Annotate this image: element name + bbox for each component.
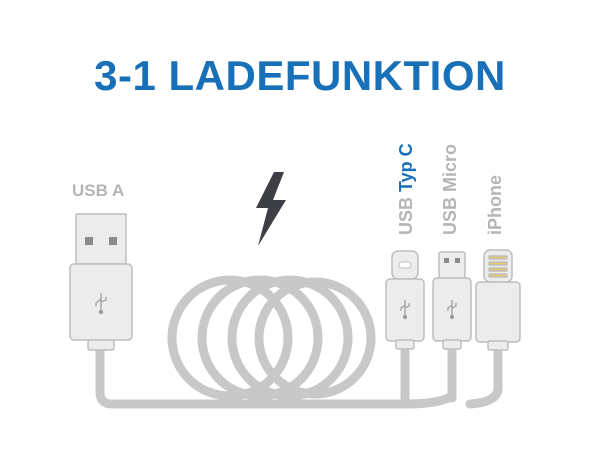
cable-lines	[95, 340, 503, 409]
usb-a-metal-plug	[75, 213, 127, 265]
usb-micro-contact	[455, 258, 460, 263]
cable-loop	[254, 277, 376, 399]
usb-a-connector	[69, 213, 133, 351]
iphone-cable	[465, 340, 503, 409]
usb-a-strain-relief	[87, 339, 115, 351]
usb-micro-strain-relief	[442, 339, 462, 350]
page-title: 3-1 LADEFUNKTION	[94, 52, 506, 99]
lightning-strain-relief	[487, 340, 509, 351]
cable-coil	[167, 275, 376, 401]
usb-micro-connector	[432, 251, 472, 350]
usb-a-cable	[95, 340, 457, 409]
cable-loop	[167, 275, 293, 401]
usb-micro-contact	[444, 258, 449, 263]
usb-a-label: USB A	[72, 181, 125, 200]
usb-symbol-icon	[95, 293, 107, 315]
cable-loop	[197, 275, 323, 401]
usb-symbol-icon	[400, 300, 410, 320]
usb-c-connector	[385, 250, 425, 350]
usb-symbol-icon	[447, 300, 457, 320]
usb-micro-plug	[438, 251, 466, 279]
lightning-housing	[475, 281, 521, 343]
usb-c-port-slot	[398, 261, 412, 269]
iphone-connector	[475, 249, 521, 351]
lightning-bolt-icon	[256, 172, 286, 246]
usb-a-contact	[109, 237, 117, 245]
usb-c-strain-relief	[395, 339, 415, 350]
usb-a-contact	[85, 237, 93, 245]
lightning-contacts	[488, 255, 508, 278]
cable-loop	[227, 275, 353, 401]
